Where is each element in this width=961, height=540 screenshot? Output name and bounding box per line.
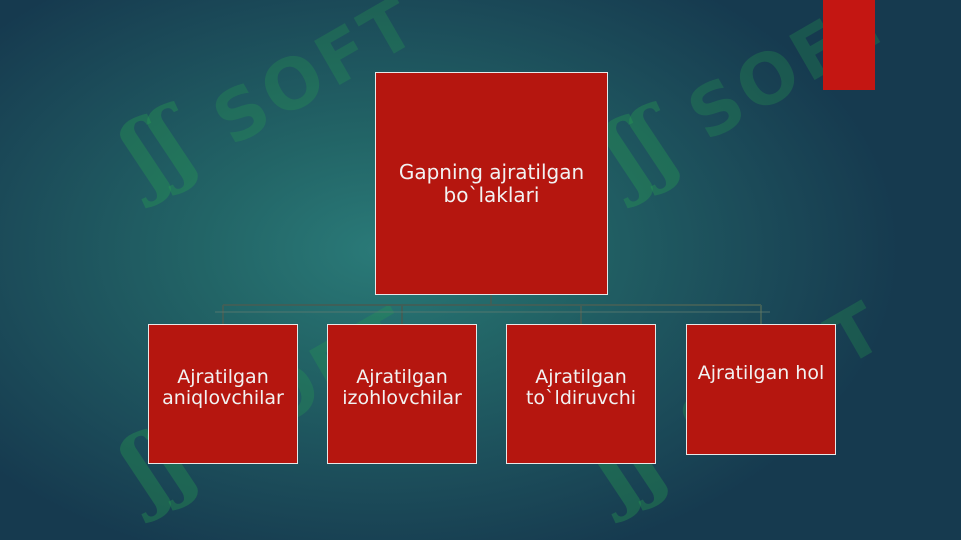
child-node-izohlovchilar: Ajratilgan izohlovchilar — [327, 324, 477, 464]
child-node-label: Ajratilgan aniqlovchilar — [162, 365, 284, 409]
root-node-label: Gapning ajratilgan bo`laklari — [398, 160, 585, 207]
child-node-toldiruvchi: Ajratilgan to`ldiruvchi — [506, 324, 656, 464]
child-node-aniqlovchilar: Ajratilgan aniqlovchilar — [148, 324, 298, 464]
child-node-hol: Ajratilgan hol — [686, 324, 836, 455]
root-node: Gapning ajratilgan bo`laklari — [375, 72, 608, 295]
accent-bar — [823, 0, 875, 90]
child-node-label: Ajratilgan hol — [697, 361, 825, 384]
child-node-label: Ajratilgan to`ldiruvchi — [525, 365, 637, 409]
child-node-label: Ajratilgan izohlovchilar — [342, 365, 462, 409]
